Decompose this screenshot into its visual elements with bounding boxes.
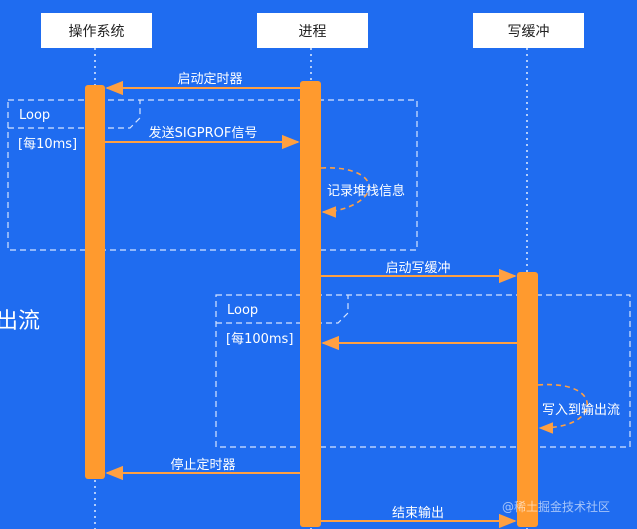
participant-process: 进程 [257,13,368,48]
participant-buffer-label: 写缓冲 [508,24,550,40]
participant-os-label: 操作系统 [69,24,125,40]
loop-frame-1: Loop [每10ms] [7,99,418,251]
loop1-tag: Loop [19,108,50,123]
participant-process-label: 进程 [299,24,327,40]
activation-os [85,85,105,479]
activation-buffer [517,272,538,527]
self-call-write-output-arrow [537,383,588,434]
message-start-timer-label: 启动定时器 [177,72,242,87]
participant-buffer: 写缓冲 [473,13,584,48]
watermark-text: @稀土掘金技术社区 [502,499,610,514]
self-call-write-output-label: 写入到输出流 [542,402,620,418]
loop2-tag: Loop [227,303,258,318]
message-stop-timer-label: 停止定时器 [170,457,235,473]
stray-text: 出流 [0,309,40,334]
activation-process [300,81,321,527]
loop-frame-2: Loop [每100ms] [215,294,631,448]
message-start-buffer-label: 启动写缓冲 [385,261,450,276]
loop1-guard: [每10ms] [18,136,77,152]
loop2-guard: [每100ms] [226,331,293,347]
message-end-output-label: 结束输出 [392,505,444,521]
message-send-signal-label: 发送SIGPROF信号 [149,125,258,141]
self-call-record-stack-label: 记录堆栈信息 [327,183,405,199]
participant-os: 操作系统 [41,13,152,48]
